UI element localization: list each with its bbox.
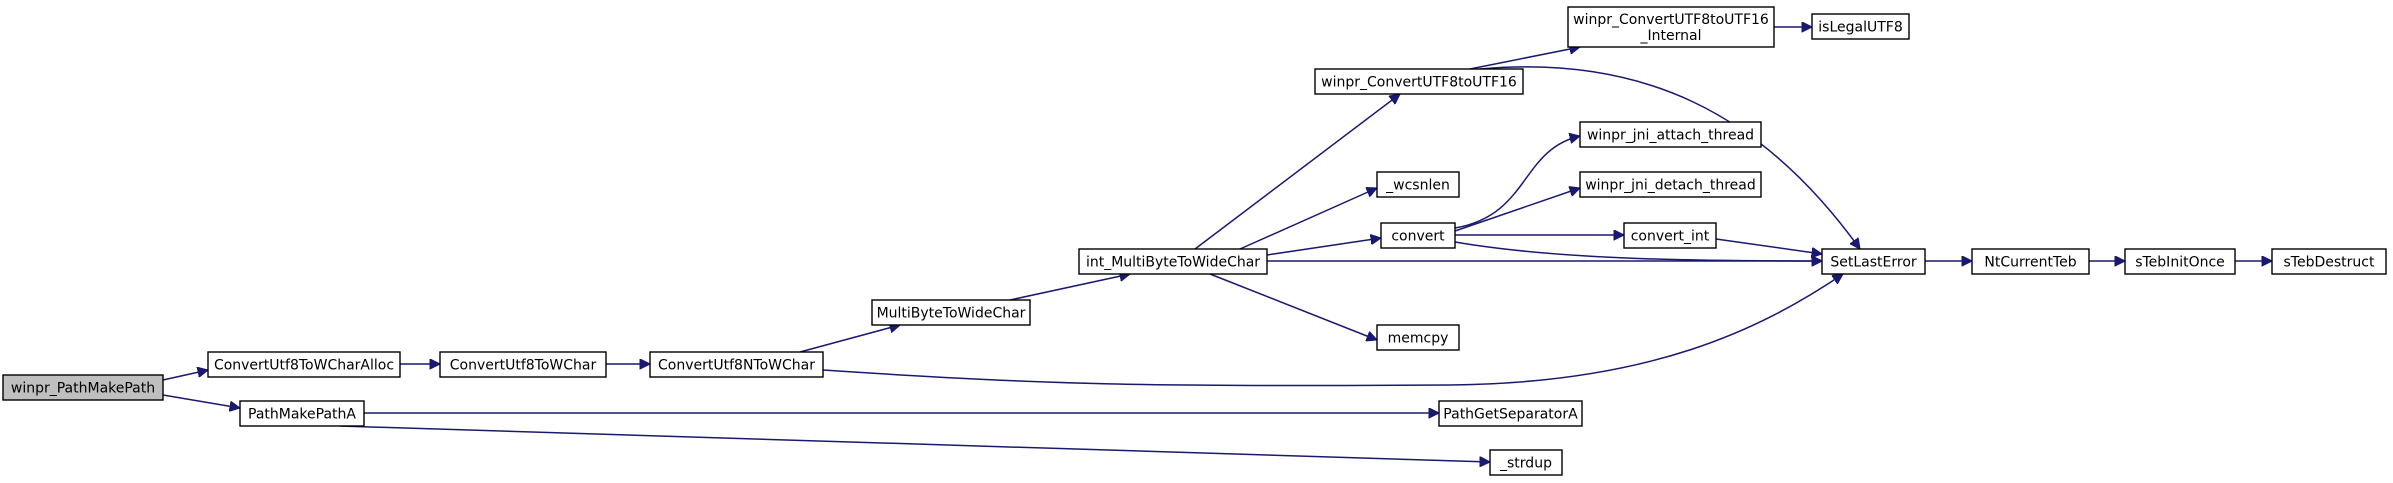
node-label: NtCurrentTeb (1984, 255, 2076, 271)
node-box (1376, 324, 1460, 351)
node-label: memcpy (1388, 331, 1449, 347)
node-winpr-jni-detach-thread[interactable]: winpr_jni_detach_thread (1579, 171, 1762, 198)
node-label: MultiByteToWideChar (877, 306, 1026, 322)
node-stebinitonce[interactable]: sTebInitOnce (2124, 248, 2236, 275)
node-box (439, 351, 607, 378)
node-label: convert_int (1631, 229, 1710, 245)
node-box (1380, 222, 1456, 249)
node-label: convert (1391, 229, 1445, 245)
node-box (1438, 400, 1583, 427)
node-winpr-pathmakepath[interactable]: winpr_PathMakePath (2, 374, 164, 401)
node-stebdestruct[interactable]: sTebDestruct (2271, 248, 2387, 275)
node-box (2271, 248, 2387, 275)
node-pathmakepatha[interactable]: PathMakePathA (239, 400, 365, 427)
edge-n9-to-n6 (1454, 241, 1822, 261)
node-convertutf8towchar[interactable]: ConvertUtf8ToWChar (439, 351, 607, 378)
node-memcpy[interactable]: memcpy (1376, 324, 1460, 351)
node-label: ConvertUtf8ToWChar (450, 358, 597, 374)
node--strdup[interactable]: _strdup (1489, 449, 1563, 476)
node-label: winpr_jni_detach_thread (1585, 178, 1756, 194)
node-label: isLegalUTF8 (1818, 20, 1902, 36)
edge-n7-to-n9 (1266, 238, 1381, 256)
node-box (649, 351, 824, 378)
node-label: PathMakePathA (248, 407, 356, 423)
node-label: int_MultiByteToWideChar (1086, 255, 1260, 271)
node-pathgetseparatora[interactable]: PathGetSeparatorA (1438, 400, 1583, 427)
node-box (2, 374, 164, 401)
edge-n0-to-n2 (162, 394, 240, 408)
node-box (1567, 6, 1775, 48)
node-convertutf8towcharalloc[interactable]: ConvertUtf8ToWCharAlloc (207, 351, 401, 378)
node-label: winpr_jni_attach_thread (1587, 128, 1754, 144)
node-label: winpr_ConvertUTF8toUTF16 (1321, 75, 1517, 91)
node-label: sTebInitOnce (2135, 255, 2225, 271)
node-label: _strdup (1499, 456, 1552, 472)
node-convertutf8ntowchar[interactable]: ConvertUtf8NToWChar (649, 351, 824, 378)
node-box (1579, 171, 1762, 198)
edge-n11-to-n18 (1469, 47, 1580, 70)
edge-n7-to-n10 (1209, 273, 1377, 340)
node-box (1489, 449, 1563, 476)
node-winpr-jni-attach-thread[interactable]: winpr_jni_attach_thread (1579, 121, 1762, 148)
node-setlasterror[interactable]: SetLastError (1821, 248, 1926, 275)
node-label: winpr_ConvertUTF8toUTF16 (1573, 12, 1769, 28)
node--wcsnlen[interactable]: _wcsnlen (1376, 171, 1460, 198)
node-label: sTebDestruct (2284, 255, 2375, 271)
edge-n5-to-n7 (1009, 274, 1130, 301)
node-box (239, 400, 365, 427)
node-label: _wcsnlen (1385, 178, 1450, 194)
node-label: winpr_PathMakePath (11, 381, 155, 397)
edge-n4-to-n5 (799, 325, 900, 353)
node-multibytetowidechar[interactable]: MultiByteToWideChar (871, 299, 1031, 326)
node-box (1376, 171, 1460, 198)
node-box (2124, 248, 2236, 275)
node-box (207, 351, 401, 378)
nodes-layer: winpr_PathMakePath ConvertUtf8ToWCharAllo… (2, 6, 2387, 476)
edges-layer (162, 27, 2272, 462)
edge-n2-to-n21 (339, 425, 1490, 462)
edge-n11-to-n6 (1479, 66, 1860, 249)
node-islegalutf8[interactable]: isLegalUTF8 (1811, 13, 1910, 40)
edge-n15-to-n6 (1715, 238, 1822, 254)
node-box (1811, 13, 1910, 40)
node-box (1821, 248, 1926, 275)
edge-n9-to-n17 (1454, 188, 1580, 232)
node-int-multibytetowidechar[interactable]: int_MultiByteToWideChar (1078, 248, 1268, 275)
node-label: PathGetSeparatorA (1443, 407, 1578, 423)
node-winpr-convertutf8toutf16[interactable]: winpr_ConvertUTF8toUTF16 (1314, 68, 1524, 95)
node-box (1314, 68, 1524, 95)
node-ntcurrentteb[interactable]: NtCurrentTeb (1971, 248, 2090, 275)
node-winpr-convertutf8toutf16-internal[interactable]: winpr_ConvertUTF8toUTF16_Internal (1567, 6, 1775, 48)
node-box (1971, 248, 2090, 275)
node-label: ConvertUtf8ToWCharAlloc (214, 358, 394, 374)
node-box (871, 299, 1031, 326)
edge-n4-to-n6 (822, 274, 1843, 387)
edge-n0-to-n1 (162, 370, 208, 381)
node-convert-int[interactable]: convert_int (1623, 222, 1717, 249)
node-convert[interactable]: convert (1380, 222, 1456, 249)
node-box (1579, 121, 1762, 148)
node-label: _Internal (1640, 28, 1702, 44)
edge-n7-to-n11 (1194, 94, 1400, 250)
node-box (1623, 222, 1717, 249)
edge-n7-to-n8 (1239, 188, 1377, 250)
node-label: ConvertUtf8NToWChar (658, 358, 815, 374)
node-box (1078, 248, 1268, 275)
node-label: SetLastError (1830, 255, 1917, 271)
edge-n9-to-n16 (1454, 136, 1580, 229)
